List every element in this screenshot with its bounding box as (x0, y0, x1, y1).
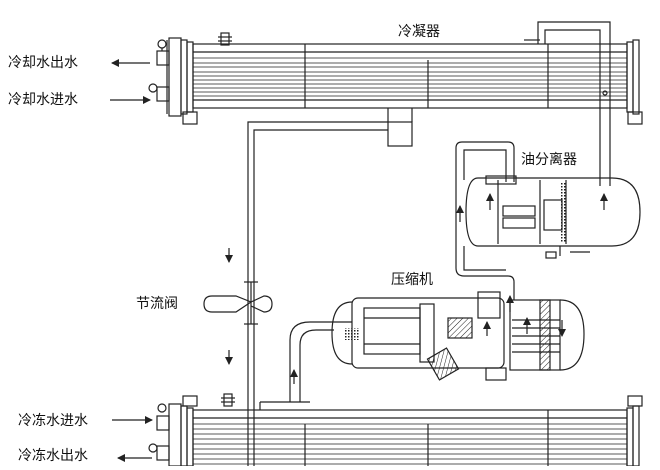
condenser-left-head (166, 37, 198, 125)
cooling-water-in-label: 冷却水进水 (8, 92, 78, 108)
separator-inlet-line (455, 141, 515, 182)
discharge-line (537, 21, 611, 186)
chilled-water-in-label: 冷冻水进水 (18, 413, 88, 429)
compressor-rotor (447, 317, 473, 339)
evaporator-left-head (168, 395, 198, 467)
evaporator-right-head (626, 395, 643, 467)
condenser-right-head (626, 39, 643, 125)
evaporator-shell (192, 401, 628, 470)
condenser-liquid-outlet (247, 108, 413, 466)
chilled-water-nozzles (148, 403, 170, 461)
oil-drain (545, 251, 557, 259)
condenser-shell (192, 39, 628, 109)
compressor-inlet-filter (426, 347, 460, 381)
chilled-water-out-label: 冷冻水出水 (18, 448, 88, 464)
throttle-valve (203, 281, 273, 325)
cooling-water-out-label: 冷却水出水 (8, 55, 78, 71)
compressor-oil-filter (539, 299, 551, 371)
compressor-motor-end (344, 328, 360, 340)
cooling-water-nozzles (148, 39, 170, 102)
oil-separator-label: 油分离器 (521, 152, 577, 168)
flow-arrows (110, 59, 608, 462)
condenser-sight-dot (602, 90, 608, 96)
throttle-valve-label: 节流阀 (136, 296, 178, 312)
suction-line (289, 321, 352, 402)
oil-separator-vessel (465, 175, 641, 256)
compressor-label: 压缩机 (391, 272, 433, 288)
condenser-top-valve (218, 32, 232, 46)
evaporator-top-valve (221, 393, 235, 407)
oil-separator-filter (561, 182, 566, 242)
compressor-discharge-line (455, 180, 515, 300)
condenser-label: 冷凝器 (398, 24, 440, 40)
